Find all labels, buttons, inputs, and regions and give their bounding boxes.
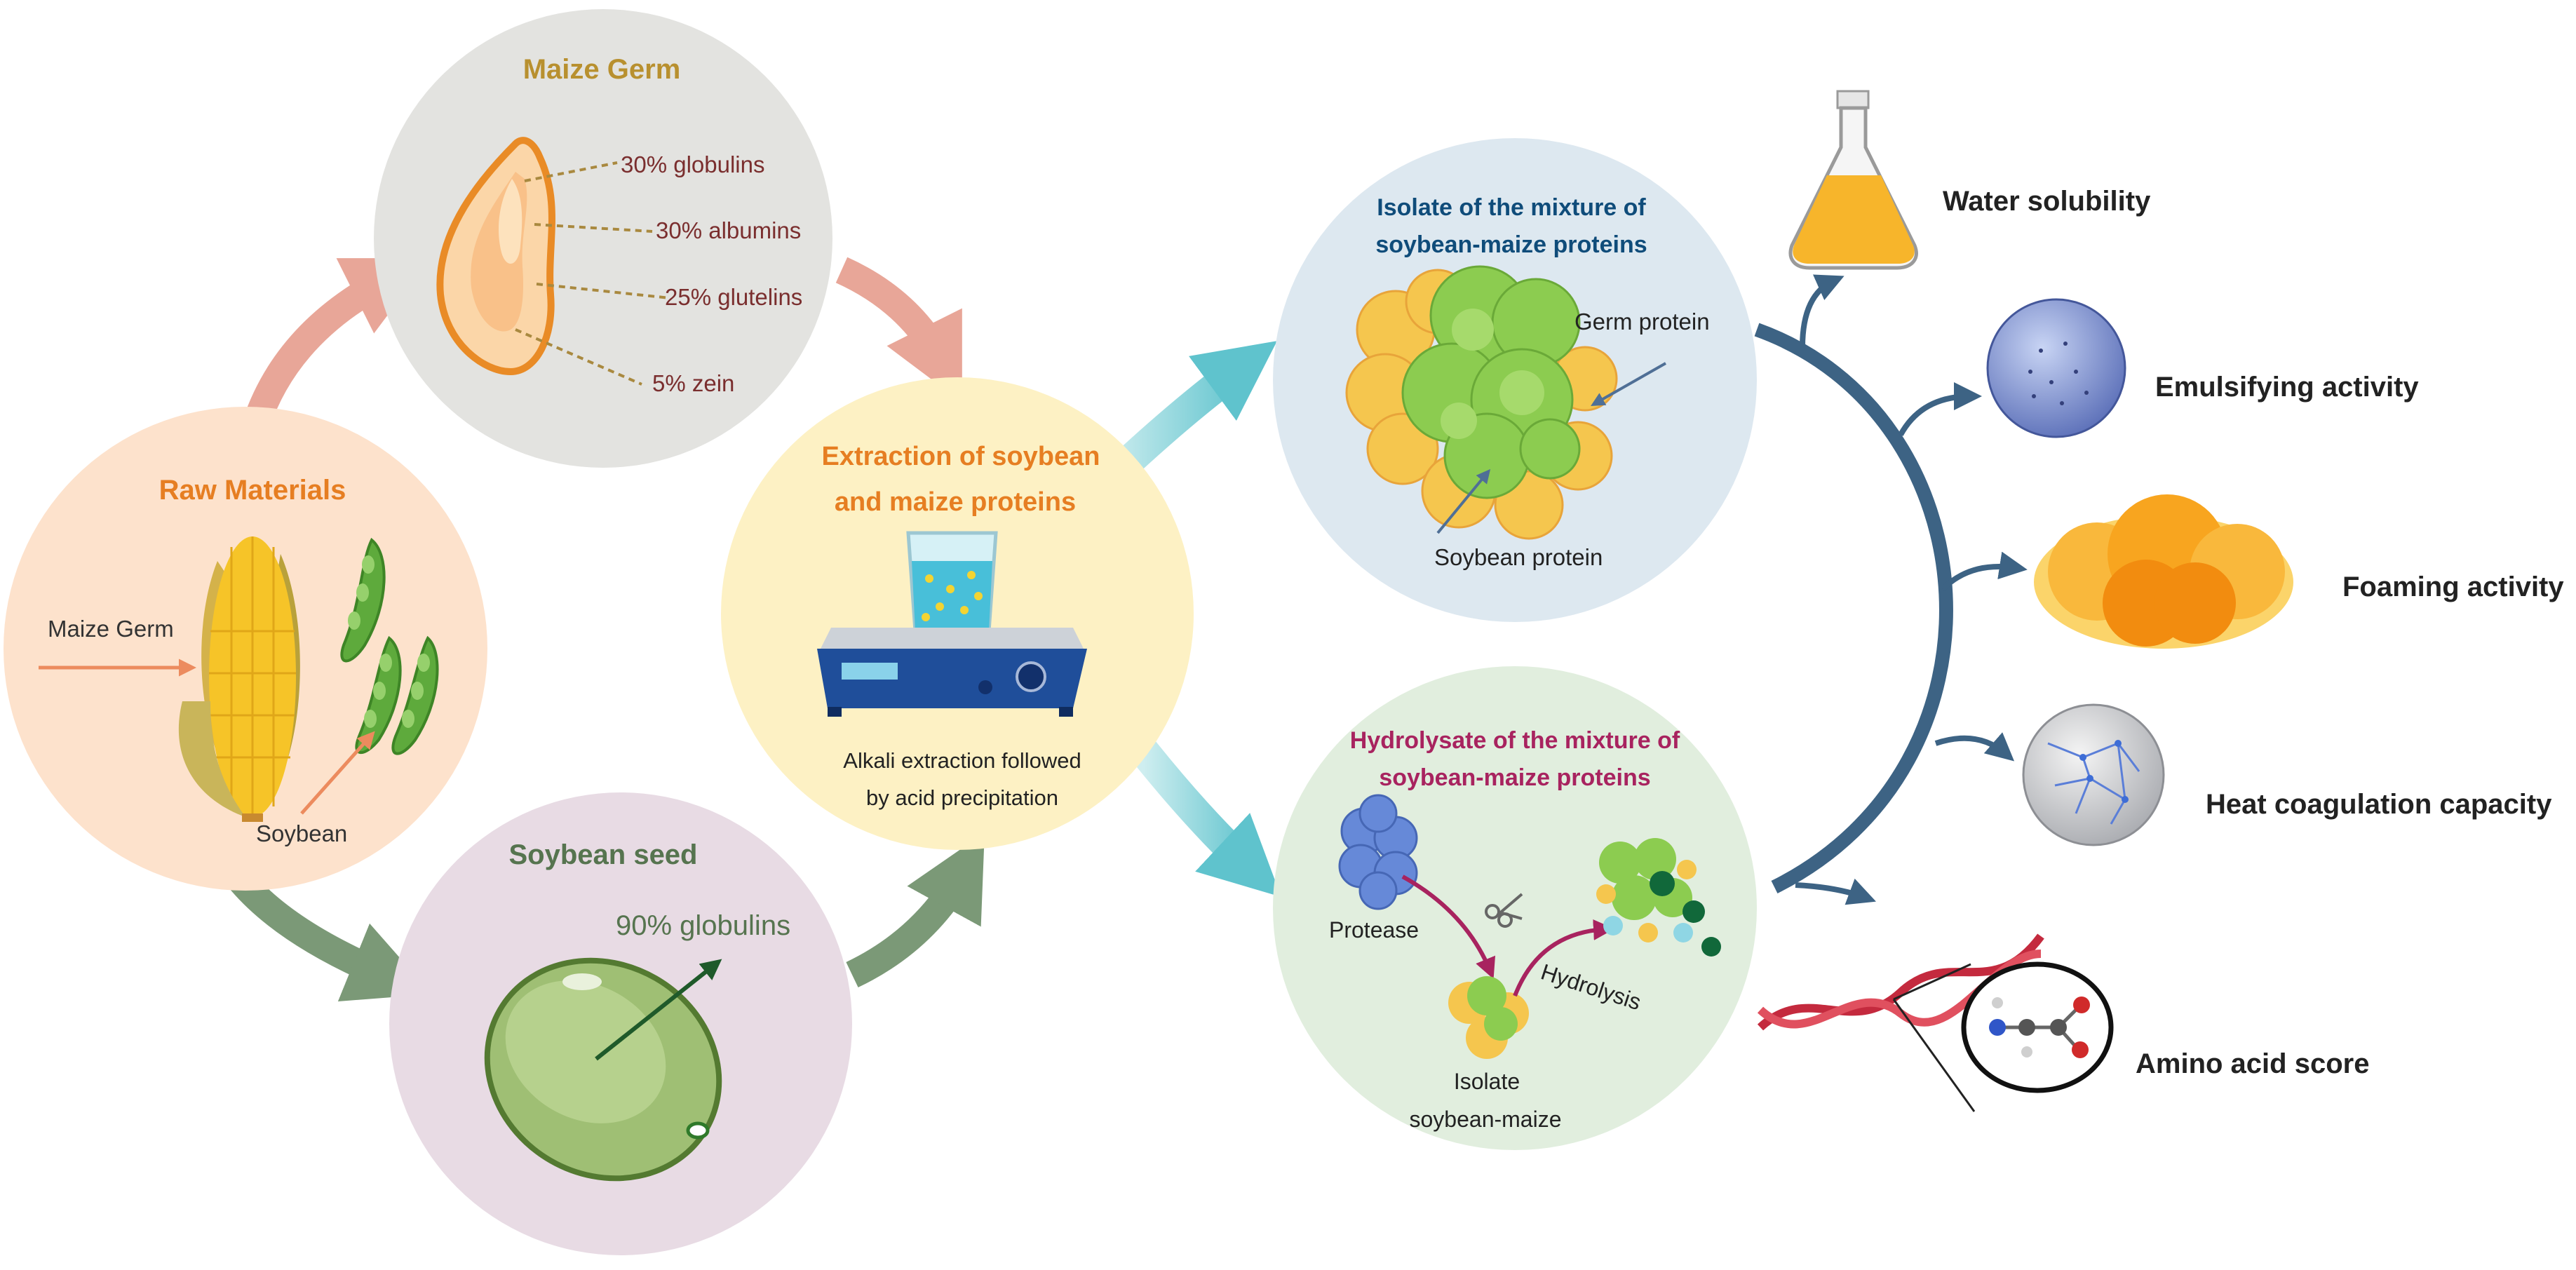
extraction-node: Extraction of soybean and maize proteins… [721,377,1194,850]
foam-cloud-icon [2034,494,2293,649]
extraction-title-line2: and maize proteins [835,487,1076,517]
arrow-raw-to-maize [243,258,431,429]
flask-icon [1788,90,1918,270]
hydrolyzed-fragments-icon [1596,838,1721,957]
network-sphere-icon [2022,703,2165,846]
arrow-to-amino-acid [1795,878,1876,905]
arrow-to-heat-coagulation [1934,732,2015,762]
protease-enzyme-icon [1338,794,1418,910]
arrow-to-foaming [1941,551,2028,591]
isolate-title-line2: soybean-maize proteins [1375,231,1647,258]
arrow-to-water-solubility [1800,274,1845,348]
maize-component-glutelins: 25% glutelins [665,284,802,310]
maize-germ-label: Maize Germ [48,616,174,642]
maize-germ-leader-lines [515,161,670,386]
germ-protein-pointer-arrow [1591,362,1666,406]
globulins-pointer-arrow [595,959,722,1061]
dna-amino-acid-icon [1757,933,2114,1112]
protease-to-isolate-arrow [1401,874,1496,980]
corn-cob-icon [178,536,300,822]
maize-germ-node: Maize Germ 30% globulins 30% albumins 25… [374,9,832,468]
isolate-to-hydrolysis-arrow [1513,919,1614,997]
soybean-label: Soybean [256,820,347,846]
hydrolysate-title-line1: Hydrolysate of the mixture of [1350,727,1680,754]
soybean-protein-label: Soybean protein [1434,544,1603,570]
hydrolysate-node: Hydrolysate of the mixture of soybean-ma… [1273,666,1757,1150]
raw-materials-node: Raw Materials [4,407,487,891]
arrow-extraction-to-hydrolysate [1131,741,1281,898]
arrow-maize-to-extraction [835,257,962,403]
germ-protein-label: Germ protein [1574,309,1710,335]
property-label-foaming-activity: Foaming activity [2342,572,2564,602]
isolate-mini-cluster-icon [1448,976,1529,1059]
maize-component-albumins: 30% albumins [656,217,801,243]
arrow-to-emulsifying [1898,382,1982,436]
property-label-emulsifying-activity: Emulsifying activity [2155,372,2419,403]
maize-kernel-icon [436,137,555,376]
extraction-caption-line1: Alkali extraction followed [843,748,1081,773]
soybean-seed-title: Soybean seed [508,839,697,870]
soybean-pod-icon [340,537,439,755]
hydrolysate-circle [1273,666,1757,1150]
properties-arc [1754,323,1953,893]
maize-component-zein: 5% zein [652,370,734,396]
isolate-soybean-maize-line2: soybean-maize [1410,1107,1562,1132]
soybean-pointer-arrow [300,731,375,815]
extraction-caption-line2: by acid precipitation [866,785,1058,810]
soybean-seed-node: Soybean seed 90% globulins [389,792,852,1255]
property-label-water-solubility: Water solubility [1943,186,2151,217]
soybean-seed-icon [484,957,722,1182]
protease-label: Protease [1329,917,1419,943]
property-label-amino-acid-score: Amino acid score [2136,1048,2369,1079]
raw-materials-title: Raw Materials [159,475,346,506]
soybean-globulins-label: 90% globulins [616,910,790,941]
maize-germ-title: Maize Germ [523,54,681,85]
beaker-on-hotplate-icon [817,531,1087,717]
hydrolysate-title-line2: soybean-maize proteins [1379,764,1650,791]
property-label-heat-coagulation: Heat coagulation capacity [2206,789,2552,820]
extraction-title-line1: Extraction of soybean [822,442,1100,471]
isolate-title-line1: Isolate of the mixture of [1377,194,1646,221]
arrow-soybean-to-extraction [846,832,985,988]
isolate-soybean-maize-line1: Isolate [1454,1069,1520,1094]
protein-cluster-icon [1345,265,1618,540]
scissors-icon [1485,893,1523,928]
soybean-protein-pointer-arrow [1436,468,1491,534]
emulsion-sphere-icon [1986,298,2126,438]
maize-component-globulins: 30% globulins [621,151,764,177]
isolate-node: Isolate of the mixture of soybean-maize … [1273,138,1757,622]
